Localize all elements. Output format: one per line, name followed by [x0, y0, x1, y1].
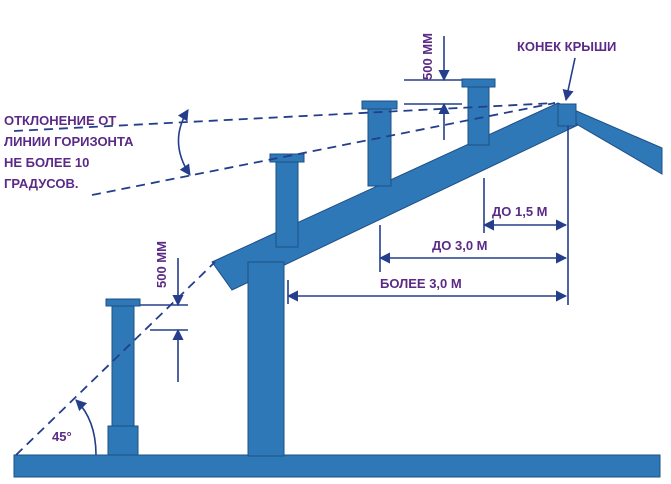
distance-3-label: БОЛЕЕ 3,0 М	[380, 276, 462, 291]
height-top-dimension	[404, 36, 462, 140]
deviation-dashed-line	[91, 102, 556, 196]
distance-1-dimension	[482, 178, 568, 233]
distance-2-label: ДО 3,0 М	[432, 238, 488, 253]
chimney-4	[461, 78, 496, 146]
distance-2-dimension	[378, 225, 568, 272]
ridge-pointer-line	[562, 57, 576, 102]
horizontal-dashed-line	[13, 102, 556, 132]
chimney-1	[105, 298, 141, 456]
distance-1-label: ДО 1,5 М	[492, 204, 548, 219]
slope-45-dashed-line	[15, 261, 216, 456]
height-left-label: 500 ММ	[154, 241, 169, 288]
roof-support-post	[247, 261, 285, 457]
chimney-2	[269, 153, 305, 248]
height-left-dimension	[140, 258, 188, 382]
ridge-label: КОНЕК КРЫШИ	[517, 39, 616, 54]
distance-3-dimension	[286, 280, 568, 304]
height-top-label: 500 ММ	[420, 33, 435, 80]
angle-45-label: 45°	[52, 429, 72, 444]
deviation-label-line-3: НЕ БОЛЕЕ 10	[4, 155, 89, 170]
ground-slab	[13, 454, 661, 478]
deviation-angle-arc	[177, 109, 191, 176]
deviation-label-line-4: ГРАДУСОВ.	[4, 176, 78, 191]
deviation-label-line-1: ОТКЛОНЕНИЕ ОТ	[4, 113, 116, 128]
roof-ridge-cap	[557, 103, 577, 127]
angle-45-arc	[75, 399, 97, 456]
deviation-label-line-2: ЛИНИИ ГОРИЗОНТА	[4, 134, 134, 149]
chimney-3	[361, 100, 398, 187]
